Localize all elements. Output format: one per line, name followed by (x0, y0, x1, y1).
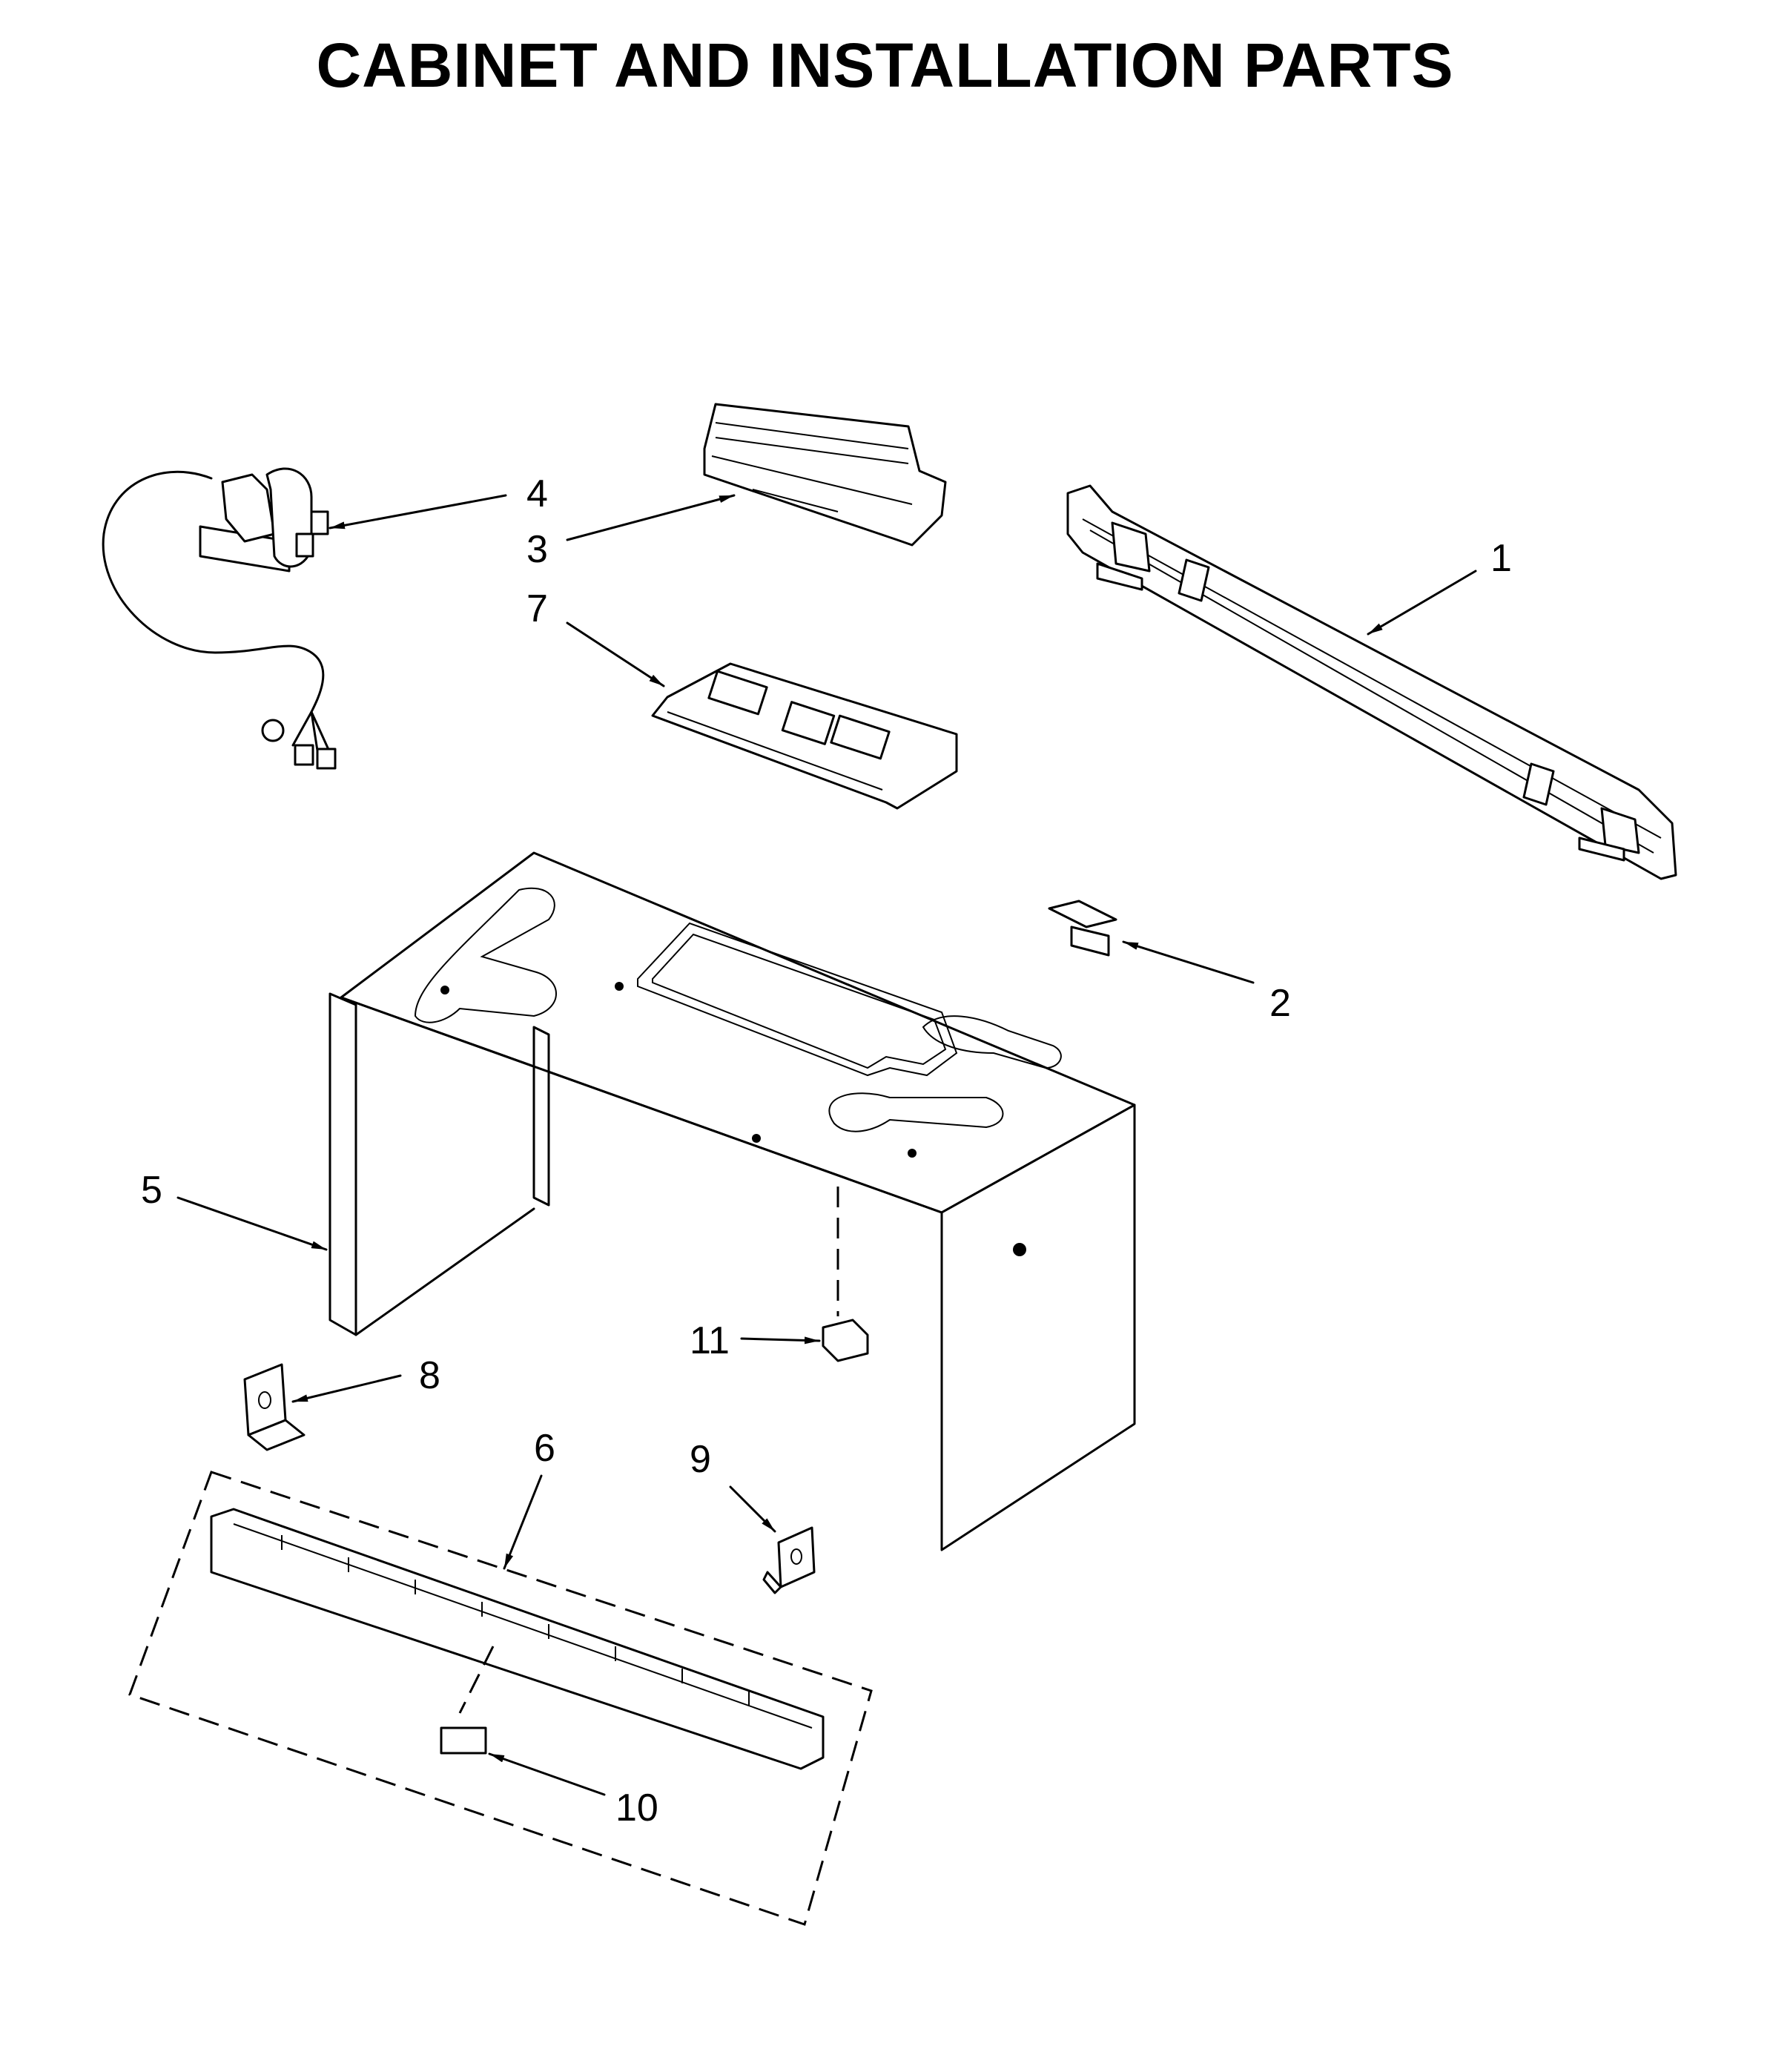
small-bracket-part (1048, 900, 1117, 957)
callout-6: 6 (534, 1427, 555, 1470)
callout-2: 2 (1269, 982, 1291, 1025)
top-duct-part (703, 403, 947, 547)
callout-8: 8 (419, 1354, 440, 1397)
vent-grille-part (128, 1471, 873, 1926)
clip-part (822, 1187, 869, 1362)
right-bracket-part (762, 1526, 816, 1594)
callout-10: 10 (615, 1786, 658, 1830)
cabinet-part (328, 851, 1136, 1551)
callout-4: 4 (526, 472, 548, 515)
page-title: CABINET AND INSTALLATION PARTS (316, 30, 1454, 100)
callout-11: 11 (690, 1319, 730, 1362)
rail-part (1066, 484, 1677, 880)
callout-9: 9 (690, 1438, 711, 1481)
left-bracket-part (243, 1363, 306, 1451)
power-cord-part (102, 467, 337, 770)
mounting-plate-part (651, 662, 958, 810)
callout-1: 1 (1490, 537, 1512, 580)
callout-7: 7 (526, 587, 548, 630)
callout-5: 5 (141, 1169, 162, 1212)
callout-3: 3 (526, 528, 548, 571)
leader-arrows (176, 494, 1477, 1796)
